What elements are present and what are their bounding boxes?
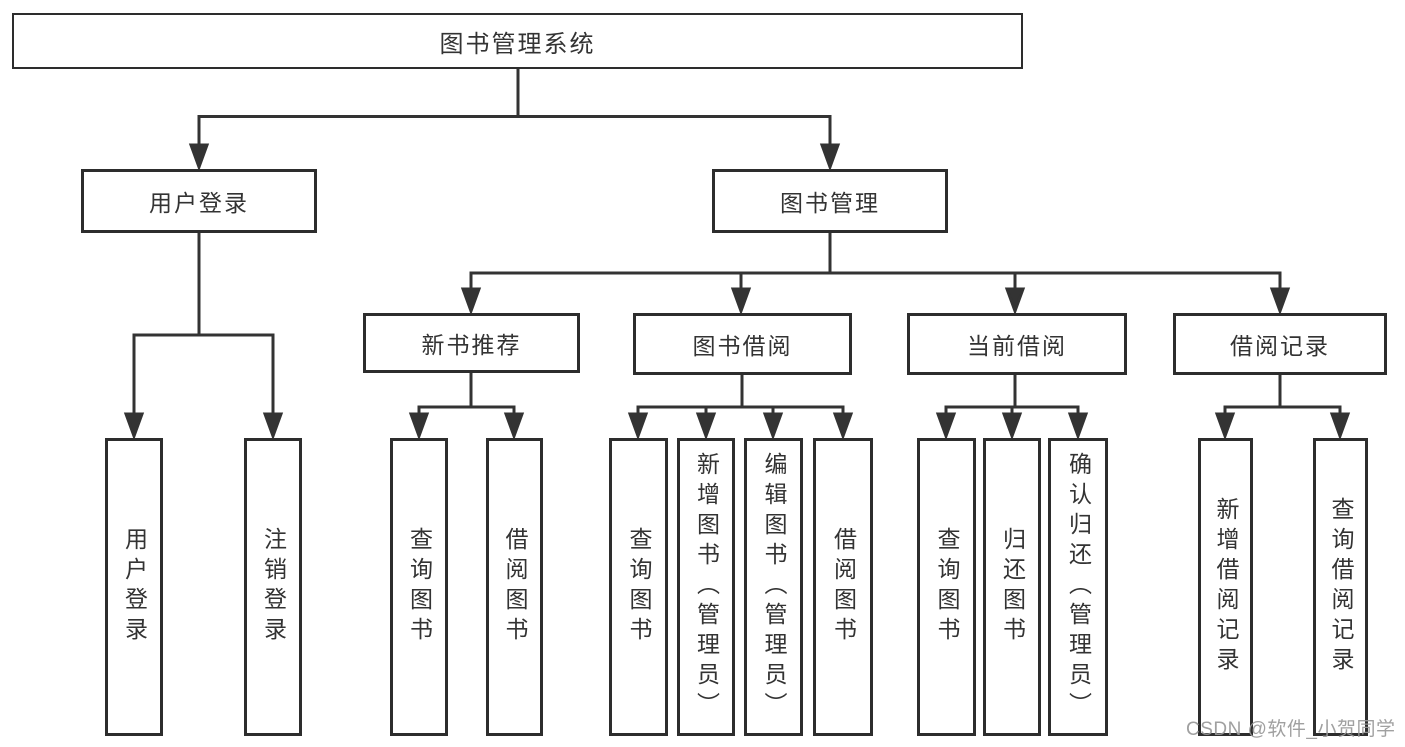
- leaf-newbook-borrow-books: 借阅图书: [486, 438, 543, 736]
- node-user-login: 用户登录: [81, 169, 317, 233]
- leaf-current-return-books: 归还图书: [983, 438, 1041, 736]
- node-new-book-recommend: 新书推荐: [363, 313, 580, 373]
- leaf-borrow-borrow-books: 借阅图书: [813, 438, 873, 736]
- node-borrow-records: 借阅记录: [1173, 313, 1387, 375]
- connector-book-management-branch: [460, 233, 1291, 316]
- leaf-borrow-edit-books-admin: 编辑图书（管理员）: [744, 438, 803, 736]
- node-book-management: 图书管理: [712, 169, 948, 233]
- connector-root-branch: [188, 69, 841, 172]
- connector-user-login-branch: [123, 233, 284, 441]
- connector-book-borrow-branch: [627, 373, 854, 441]
- leaf-current-query-books: 查询图书: [917, 438, 976, 736]
- connector-current-borrow-branch: [935, 373, 1089, 441]
- leaf-borrow-query-books: 查询图书: [609, 438, 668, 736]
- node-book-borrow: 图书借阅: [633, 313, 852, 375]
- leaf-borrow-add-books-admin: 新增图书（管理员）: [677, 438, 735, 736]
- csdn-watermark: CSDN @软件_小贺同学: [1186, 719, 1396, 740]
- leaf-logout: 注销登录: [244, 438, 302, 736]
- connector-new-book-branch: [408, 373, 525, 441]
- node-current-borrow: 当前借阅: [907, 313, 1127, 375]
- node-library-management-system: 图书管理系统: [12, 13, 1023, 69]
- leaf-records-add-record: 新增借阅记录: [1198, 438, 1253, 736]
- leaf-newbook-query-books: 查询图书: [390, 438, 448, 736]
- connector-borrow-records-branch: [1214, 373, 1351, 441]
- leaf-current-confirm-return-admin: 确认归还（管理员）: [1048, 438, 1108, 736]
- leaf-records-query-record: 查询借阅记录: [1313, 438, 1368, 736]
- leaf-user-login: 用户登录: [105, 438, 163, 736]
